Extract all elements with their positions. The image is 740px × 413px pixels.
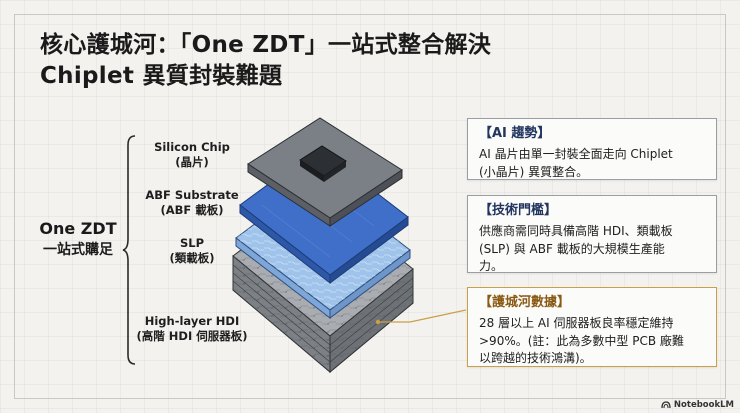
layer-label-slp-zh: (類載板) xyxy=(169,251,215,265)
card-tech-barrier-line-3: 力。 xyxy=(479,259,504,273)
layer-label-slp-en: SLP xyxy=(179,236,205,250)
frame-line-right xyxy=(725,14,726,398)
layer-label-silicon-chip-en: Silicon Chip xyxy=(154,140,230,154)
layer-label-abf-substrate-zh: (ABF 載板) xyxy=(160,203,224,217)
one-zdt-label-line-1: One ZDT xyxy=(39,219,117,238)
page-title-line-1: 核心護城河：「One ZDT」一站式整合解決 xyxy=(40,32,492,58)
layer-label-high-layer-hdi-zh: (高階 HDI 伺服器板) xyxy=(136,329,248,343)
silicon-chip-layer xyxy=(247,117,403,227)
layer-label-silicon-chip: Silicon Chip (晶片) xyxy=(127,140,257,170)
card-tech-barrier-body: 供應商需同時具備高階 HDI、類載板 (SLP) 與 ABF 載板的大規模生產能… xyxy=(479,223,707,276)
card-ai-trend-heading: 【AI 趨勢】 xyxy=(479,126,551,141)
card-ai-trend-line-1: AI 晶片由單一封裝全面走向 Chiplet xyxy=(479,147,673,161)
notebooklm-logo-icon xyxy=(661,401,671,409)
page-title: 核心護城河：「One ZDT」一站式整合解決 Chiplet 異質封裝難題 xyxy=(40,30,680,92)
card-ai-trend-line-2: (小晶片) 異質整合。 xyxy=(479,164,589,179)
layer-label-silicon-chip-zh: (晶片) xyxy=(175,155,209,169)
one-zdt-label: One ZDT 一站式購足 xyxy=(28,218,128,260)
curly-brace-icon xyxy=(122,135,136,365)
card-moat-data-line-1: 28 層以上 AI 伺服器板良率穩定維持 xyxy=(479,316,674,330)
one-zdt-label-line-2: 一站式購足 xyxy=(43,242,113,258)
card-moat-data-heading: 【護城河數據】 xyxy=(479,295,571,310)
layer-label-high-layer-hdi-en: High-layer HDI xyxy=(144,314,240,328)
card-moat-data: 【護城河數據】 28 層以上 AI 伺服器板良率穩定維持 >90%。(註：此為多… xyxy=(467,287,717,367)
card-tech-barrier-heading: 【技術門檻】 xyxy=(479,203,558,218)
connector-dot xyxy=(375,319,381,325)
card-tech-barrier-line-2: (SLP) 與 ABF 載板的大規模生產能 xyxy=(479,241,665,256)
frame-line-bottom xyxy=(14,398,726,399)
card-tech-barrier-line-1: 供應商需同時具備高階 HDI、類載板 xyxy=(479,224,673,238)
card-ai-trend: 【AI 趨勢】 AI 晶片由單一封裝全面走向 Chiplet (小晶片) 異質整… xyxy=(467,118,717,180)
card-moat-data-line-3: 以跨越的技術鴻溝)。 xyxy=(479,351,592,365)
layer-label-abf-substrate-en: ABF Substrate xyxy=(145,188,239,202)
card-tech-barrier: 【技術門檻】 供應商需同時具備高階 HDI、類載板 (SLP) 與 ABF 載板… xyxy=(467,195,717,273)
card-moat-data-line-2: >90%。(註：此為多數中型 PCB 廠難 xyxy=(479,333,684,348)
notebooklm-brand-text: NotebookLM xyxy=(673,400,734,410)
page-title-line-2: Chiplet 異質封裝難題 xyxy=(40,63,283,89)
layer-label-abf-substrate: ABF Substrate (ABF 載板) xyxy=(127,188,257,218)
frame-line-top xyxy=(14,14,726,15)
layer-label-high-layer-hdi: High-layer HDI (高階 HDI 伺服器板) xyxy=(127,314,257,344)
card-ai-trend-body: AI 晶片由單一封裝全面走向 Chiplet (小晶片) 異質整合。 xyxy=(479,146,707,181)
card-moat-data-body: 28 層以上 AI 伺服器板良率穩定維持 >90%。(註：此為多數中型 PCB … xyxy=(479,315,707,368)
notebooklm-brand: NotebookLM xyxy=(661,400,734,410)
frame-line-left xyxy=(14,14,15,398)
layer-label-slp: SLP (類載板) xyxy=(127,236,257,266)
